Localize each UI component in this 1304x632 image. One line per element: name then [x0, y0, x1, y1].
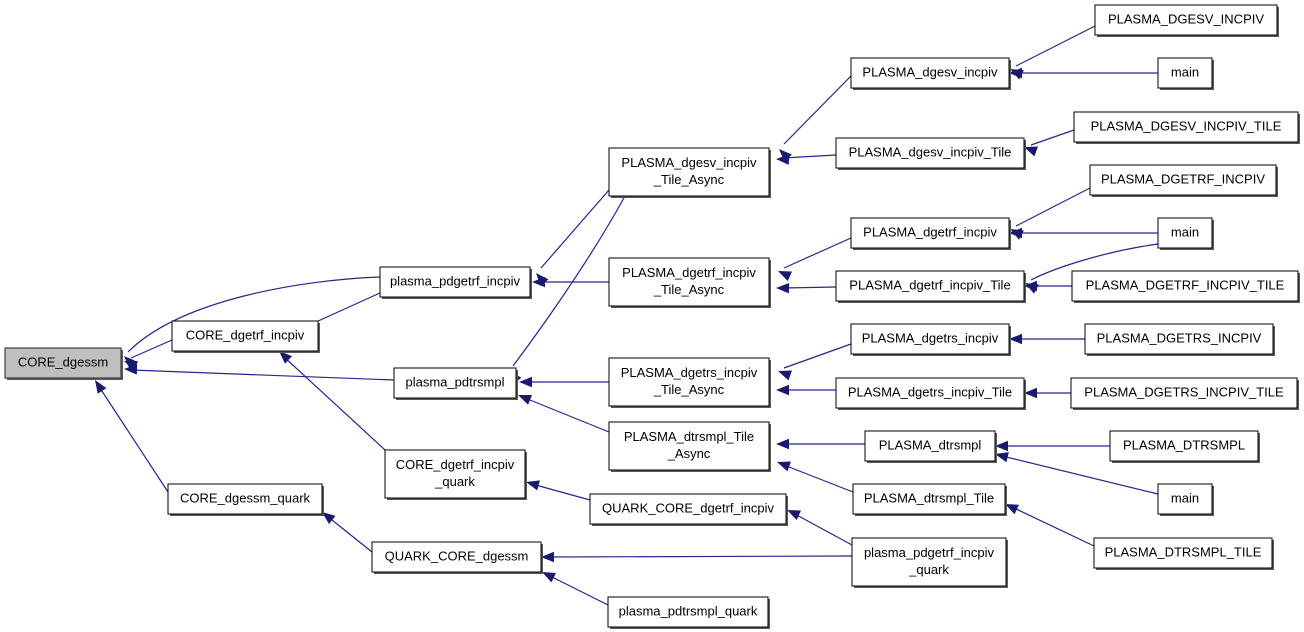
- graph-edge: [995, 452, 1159, 495]
- node-rect[interactable]: [835, 137, 1025, 169]
- node-rect[interactable]: [1109, 430, 1259, 462]
- node-rect[interactable]: [608, 421, 770, 471]
- graph-node-plasma_dgesv_incpiv_tile_async[interactable]: PLASMA_dgesv_incpiv_Tile_Async: [608, 147, 771, 198]
- node-rect[interactable]: [852, 483, 1006, 515]
- graph-edge: [1025, 243, 1159, 294]
- node-rect[interactable]: [4, 347, 122, 379]
- graph-edge: [542, 572, 609, 606]
- node-rect[interactable]: [379, 266, 531, 298]
- graph-edge: [776, 154, 837, 165]
- graph-node-plasma_dgesv_incpiv[interactable]: PLASMA_dgesv_incpiv: [850, 57, 1011, 90]
- graph-node-plasma_dgesv_incpiv_macro[interactable]: PLASMA_DGESV_INCPIV: [1094, 4, 1279, 37]
- graph-edge: [787, 510, 853, 546]
- graph-edge: [777, 461, 854, 493]
- graph-edge: [1005, 504, 1095, 547]
- node-rect[interactable]: [384, 449, 526, 499]
- graph-edge: [776, 438, 865, 450]
- graph-node-plasma_dgetrf_incpiv_macro[interactable]: PLASMA_DGETRF_INCPIV: [1089, 164, 1278, 197]
- graph-node-plasma_dgetrf_incpiv_tile[interactable]: PLASMA_dgetrf_incpiv_Tile: [835, 270, 1026, 303]
- node-rect[interactable]: [1071, 270, 1299, 302]
- node-rect[interactable]: [1157, 57, 1213, 89]
- node-rect[interactable]: [167, 483, 323, 515]
- node-rect[interactable]: [1073, 111, 1299, 143]
- node-rect[interactable]: [850, 323, 1010, 355]
- graph-edge: [124, 364, 395, 381]
- node-rect[interactable]: [589, 493, 787, 525]
- node-rect[interactable]: [1094, 4, 1278, 36]
- graph-edge: [776, 384, 836, 396]
- node-rect[interactable]: [1157, 483, 1213, 515]
- graph-node-main_2[interactable]: main: [1157, 217, 1214, 250]
- graph-edge: [124, 339, 173, 371]
- graph-node-plasma_dgetrs_incpiv_tile[interactable]: PLASMA_dgetrs_incpiv_Tile: [835, 377, 1026, 410]
- graph-node-plasma_dgetrs_incpiv_tile_async[interactable]: PLASMA_dgetrs_incpiv_Tile_Async: [608, 357, 771, 408]
- graph-edge: [1024, 129, 1075, 157]
- graph-edge: [541, 551, 853, 563]
- graph-node-plasma_dtrsmpl[interactable]: PLASMA_dtrsmpl: [864, 430, 997, 463]
- graph-node-core_dgessm[interactable]: CORE_dgessm: [4, 347, 123, 380]
- graph-node-plasma_dgetrs_incpiv[interactable]: PLASMA_dgetrs_incpiv: [850, 323, 1011, 356]
- node-rect[interactable]: [608, 147, 770, 197]
- node-rect[interactable]: [864, 430, 996, 462]
- graph-edge: [1009, 67, 1158, 79]
- graph-edge: [322, 512, 373, 553]
- graph-edge: [532, 276, 609, 288]
- graph-node-plasma_dtrsmpl_tile_async[interactable]: PLASMA_dtrsmpl_Tile_Async: [608, 421, 771, 472]
- graph-node-plasma_dgetrf_incpiv_tile_macro[interactable]: PLASMA_DGETRF_INCPIV_TILE: [1071, 270, 1300, 303]
- graph-node-quark_core_dgetrf_incpiv[interactable]: QUARK_CORE_dgetrf_incpiv: [589, 493, 788, 526]
- graph-node-plasma_dgetrf_incpiv_tile_async[interactable]: PLASMA_dgetrf_incpiv_Tile_Async: [608, 257, 771, 308]
- node-rect[interactable]: [835, 270, 1025, 302]
- graph-edge: [519, 376, 609, 388]
- node-rect[interactable]: [1070, 377, 1298, 409]
- graph-edge: [536, 189, 610, 287]
- node-rect[interactable]: [1093, 537, 1273, 569]
- graph-edge: [1009, 227, 1158, 239]
- graph-node-core_dgetrf_incpiv_quark[interactable]: CORE_dgetrf_incpiv_quark: [384, 449, 527, 500]
- graph-node-plasma_pdtrsmpl[interactable]: plasma_pdtrsmpl: [393, 367, 518, 400]
- node-rect[interactable]: [607, 596, 769, 628]
- node-rect[interactable]: [171, 320, 319, 352]
- graph-edge: [778, 343, 852, 381]
- graph-node-plasma_dgetrs_incpiv_macro[interactable]: PLASMA_DGETRS_INCPIV: [1084, 323, 1275, 356]
- node-rect[interactable]: [393, 367, 517, 399]
- graph-node-plasma_dtrsmpl_tile_macro[interactable]: PLASMA_DTRSMPL_TILE: [1093, 537, 1274, 570]
- node-rect[interactable]: [1089, 164, 1277, 196]
- node-rect[interactable]: [371, 541, 542, 573]
- graph-node-plasma_dgesv_incpiv_tile_macro[interactable]: PLASMA_DGESV_INCPIV_TILE: [1073, 111, 1300, 144]
- graph-edge: [776, 283, 837, 294]
- graph-edge: [778, 237, 852, 282]
- graph-edge: [95, 380, 169, 493]
- graph-node-plasma_pdgetrf_incpiv_quark[interactable]: plasma_pdgetrf_incpiv_quark: [851, 537, 1008, 588]
- graph-node-plasma_dtrsmpl_macro[interactable]: PLASMA_DTRSMPL: [1109, 430, 1260, 463]
- node-rect[interactable]: [608, 257, 770, 307]
- node-rect[interactable]: [835, 377, 1025, 409]
- graph-node-main_3[interactable]: main: [1157, 483, 1214, 516]
- graph-node-plasma_dgetrs_incpiv_tile_macro[interactable]: PLASMA_DGETRS_INCPIV_TILE: [1070, 377, 1299, 410]
- node-rect[interactable]: [850, 217, 1010, 249]
- graph-node-core_dgetrf_incpiv[interactable]: CORE_dgetrf_incpiv: [171, 320, 320, 353]
- graph-edge: [1009, 333, 1085, 345]
- graph-node-plasma_pdtrsmpl_quark[interactable]: plasma_pdtrsmpl_quark: [607, 596, 770, 629]
- graph-edge: [518, 395, 610, 433]
- graph-node-plasma_dgesv_incpiv_tile[interactable]: PLASMA_dgesv_incpiv_Tile: [835, 137, 1026, 170]
- graph-node-plasma_dgetrf_incpiv[interactable]: PLASMA_dgetrf_incpiv: [850, 217, 1011, 250]
- graph-edge: [995, 440, 1110, 452]
- node-rect[interactable]: [608, 357, 770, 407]
- graph-edge: [1024, 387, 1071, 399]
- node-rect[interactable]: [1084, 323, 1274, 355]
- graph-node-plasma_dtrsmpl_tile[interactable]: PLASMA_dtrsmpl_Tile: [852, 483, 1007, 516]
- node-rect[interactable]: [851, 537, 1007, 587]
- node-rect[interactable]: [850, 57, 1010, 89]
- graph-node-quark_core_dgessm[interactable]: QUARK_CORE_dgessm: [371, 541, 543, 574]
- edges-layer: [95, 25, 1159, 606]
- nodes-layer: CORE_dgessm CORE_dgetrf_incpivCORE_dgessm…: [4, 4, 1300, 629]
- graph-node-core_dgessm_quark[interactable]: CORE_dgessm_quark: [167, 483, 324, 516]
- graph-edge: [779, 75, 852, 162]
- graph-node-plasma_pdgetrf_incpiv[interactable]: plasma_pdgetrf_incpiv: [379, 266, 532, 299]
- node-rect[interactable]: [1157, 217, 1213, 249]
- graph-edge: [526, 480, 591, 501]
- graph-edge: [279, 351, 386, 451]
- graph-node-main_1[interactable]: main: [1157, 57, 1214, 90]
